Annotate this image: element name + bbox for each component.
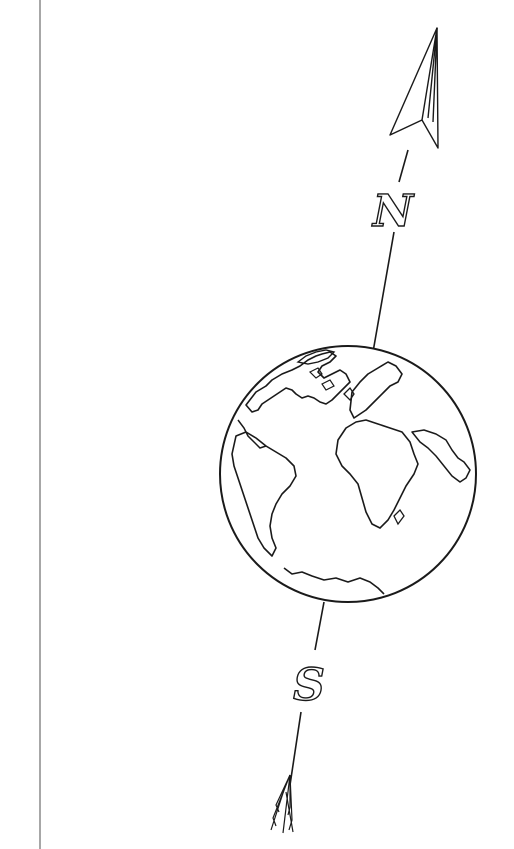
- north-label-text: N: [371, 186, 415, 237]
- north-arrowhead: [390, 28, 438, 148]
- south-label-text: S: [293, 660, 325, 711]
- south-label: S: [293, 660, 325, 711]
- south-arrow-tail: [271, 775, 293, 833]
- north-label: N: [371, 186, 415, 237]
- globe: [220, 346, 476, 602]
